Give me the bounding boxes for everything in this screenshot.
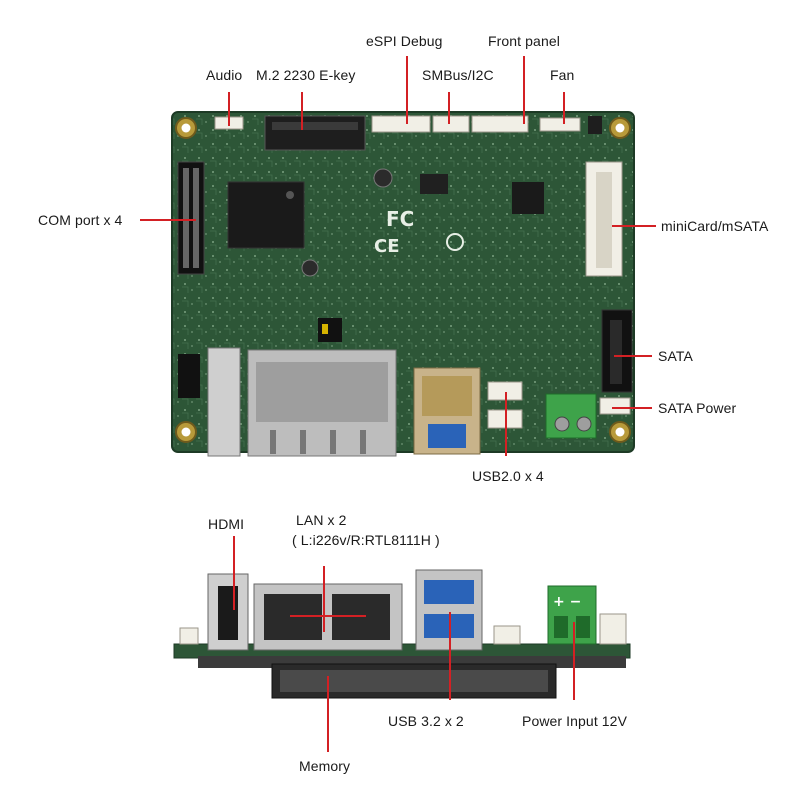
label-minicard: miniCard/mSATA: [661, 218, 769, 234]
label-front-panel: Front panel: [488, 33, 560, 49]
label-m2: M.2 2230 E-key: [256, 67, 356, 83]
fan-header: [539, 117, 581, 132]
svg-text:CE: CE: [374, 236, 400, 257]
espi-header: [371, 115, 431, 133]
sata-power-connector: [599, 397, 631, 415]
label-memory: Memory: [299, 758, 351, 774]
m2-slot: [264, 115, 366, 151]
side-view-board: + −: [173, 569, 631, 699]
terminal-marks: + −: [553, 594, 581, 610]
super-io-chip: [227, 181, 305, 249]
power-terminal: [545, 393, 597, 439]
label-audio: Audio: [206, 67, 243, 83]
label-lan-line1: LAN x 2: [296, 512, 347, 528]
hdmi-top: [207, 347, 241, 457]
label-usb2: USB2.0 x 4: [472, 468, 544, 484]
label-smbus: SMBus/I2C: [422, 67, 494, 83]
pointer-lines: [140, 56, 656, 752]
front-panel-header: [471, 115, 529, 133]
label-sata-power: SATA Power: [658, 400, 737, 416]
smbus-header: [432, 115, 470, 133]
com-header: [177, 161, 205, 275]
label-com-port: COM port x 4: [38, 212, 123, 228]
label-lan-line2: ( L:i226v/R:RTL8111H ): [292, 532, 440, 548]
svg-text:FC: FC: [386, 207, 414, 231]
label-power-input: Power Input 12V: [522, 713, 628, 729]
label-fan: Fan: [550, 67, 575, 83]
label-usb3: USB 3.2 x 2: [388, 713, 464, 729]
label-hdmi: HDMI: [208, 516, 245, 532]
label-sata: SATA: [658, 348, 693, 364]
top-view-board: FC CE: [171, 111, 635, 457]
label-espi-debug: eSPI Debug: [366, 33, 443, 49]
